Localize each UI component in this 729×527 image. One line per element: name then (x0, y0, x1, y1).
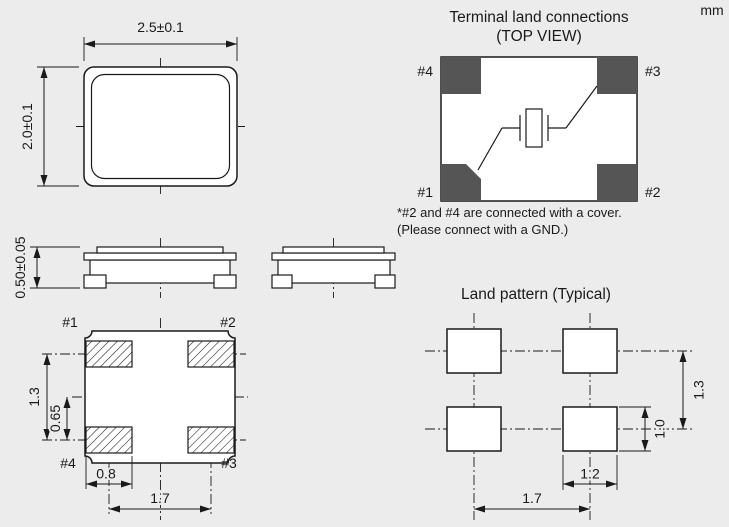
width-dimension-label: 2.5±0.1 (137, 19, 184, 35)
pad-1-chamfered (441, 164, 481, 201)
thickness-dimension: 0.50±0.05 (12, 236, 80, 299)
height-extension-lines (37, 66, 79, 187)
pitch-h-label: 1.7 (522, 490, 542, 506)
height-dimension-label: 2.0±0.1 (19, 103, 35, 150)
crystal-body (525, 108, 543, 148)
pad-4 (441, 57, 481, 94)
package-side-view-front (83, 238, 237, 298)
land-pattern: Land pattern (Typical) 1.3 1.0 1.2 1.7 (425, 286, 709, 520)
terminal-foot-left (83, 274, 107, 289)
land-pad-bottom-right (562, 406, 618, 452)
ground-note-line-1: *#2 and #4 are connected with a cover. (397, 205, 622, 220)
terminal-foot-right (374, 274, 396, 289)
section-title: Terminal land connections (449, 9, 628, 26)
package-lid (96, 246, 224, 254)
terminal-foot-left (271, 274, 293, 289)
lead-to-pad-3 (565, 85, 598, 129)
crystal-plates (519, 115, 549, 141)
package-top-view: 2.5±0.1 2.0±0.1 (19, 19, 245, 196)
pad-1-label: #1 (62, 314, 78, 330)
crystal-symbol (477, 85, 598, 171)
pad-3 (597, 57, 637, 94)
terminal-foot-right (213, 274, 237, 289)
section-title: Land pattern (Typical) (461, 286, 611, 303)
pad-width-label: 1.2 (580, 466, 600, 482)
pad-2 (597, 164, 637, 201)
package-outline (83, 66, 238, 187)
pad-4 (85, 426, 133, 454)
pad-pitch-v-label: 1.3 (26, 387, 42, 407)
pad-4-label: #4 (60, 455, 76, 471)
pad-pitch-h-label: 1.7 (150, 490, 170, 506)
pad-2-label: #2 (645, 184, 661, 200)
package-body (89, 259, 231, 284)
package-side-view-end (271, 238, 396, 298)
pad-offset-label: 0.65 (47, 405, 63, 432)
lid-seam-outline (90, 73, 231, 180)
land-pad-top-right (562, 328, 618, 374)
package-flange (83, 252, 237, 261)
section-subtitle: (TOP VIEW) (496, 28, 582, 45)
package-flange (271, 252, 396, 261)
land-pad-top-left (446, 328, 502, 374)
land-pad-bottom-left (446, 406, 502, 452)
pad-3-label: #3 (221, 455, 237, 471)
units-label: mm (700, 2, 723, 18)
pad-2-label: #2 (220, 314, 236, 330)
pad-3 (187, 426, 235, 454)
pad-4-label: #4 (417, 63, 433, 79)
pad-1 (85, 340, 133, 368)
pad-height-label: 1.0 (652, 419, 668, 439)
pitch-v-label: 1.3 (691, 380, 707, 400)
package-body (277, 259, 391, 284)
pad-3-label: #3 (645, 63, 661, 79)
terminal-land-connections: Terminal land connections (TOP VIEW) #4 … (397, 9, 661, 237)
pad-1-label: #1 (417, 184, 433, 200)
package-lid (282, 246, 385, 254)
lead-to-pad-1 (477, 127, 503, 171)
pad-width-label: 0.8 (96, 466, 116, 482)
thickness-dimension-label: 0.50±0.05 (12, 236, 28, 298)
pad-2 (187, 340, 235, 368)
ground-note-line-2: (Please connect with a GND.) (397, 222, 568, 237)
package-bottom-view: #1 #2 #4 #3 1.3 0.65 0.8 1.7 (24, 314, 248, 520)
width-extension-lines (83, 37, 238, 61)
